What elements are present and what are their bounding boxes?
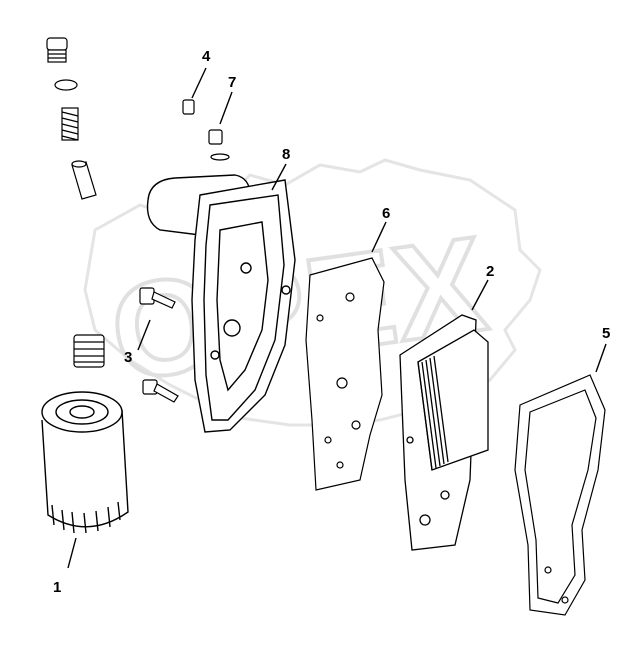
leader-6 (371, 221, 387, 253)
gasket-6 (305, 257, 385, 491)
callouts: 1 2 3 4 5 6 7 8 (53, 48, 610, 596)
leader-8 (271, 163, 287, 191)
bolt-lower (142, 379, 179, 403)
callout-2: 2 (486, 263, 494, 280)
callout-7: 7 (228, 74, 236, 91)
oil-filter (41, 391, 129, 534)
leader-1 (67, 537, 77, 569)
leader-7 (219, 91, 233, 125)
leader-lines (67, 67, 607, 569)
callout-6: 6 (382, 205, 390, 222)
threaded-fitting (73, 334, 105, 368)
bolt-upper (139, 287, 176, 309)
plug (46, 37, 68, 63)
spring (61, 107, 79, 141)
bolts (73, 287, 179, 403)
relief-valve-parts (46, 37, 97, 200)
gasket-5 (514, 374, 606, 616)
o-ring (54, 79, 78, 91)
plug-4 (182, 99, 195, 115)
leader-5 (595, 343, 607, 373)
leader-3 (137, 319, 151, 351)
plug-7-washer (210, 153, 230, 161)
small-plugs (182, 99, 230, 161)
cooler-housing (146, 174, 296, 433)
callout-1: 1 (53, 579, 61, 596)
leader-4 (191, 67, 207, 99)
callout-8: 8 (282, 146, 290, 163)
callout-4: 4 (202, 48, 211, 65)
leader-2 (471, 279, 489, 311)
callout-3: 3 (124, 349, 132, 366)
cooler-core (399, 314, 489, 551)
plug-7 (208, 129, 223, 145)
piston (71, 160, 97, 200)
callout-5: 5 (602, 325, 610, 342)
